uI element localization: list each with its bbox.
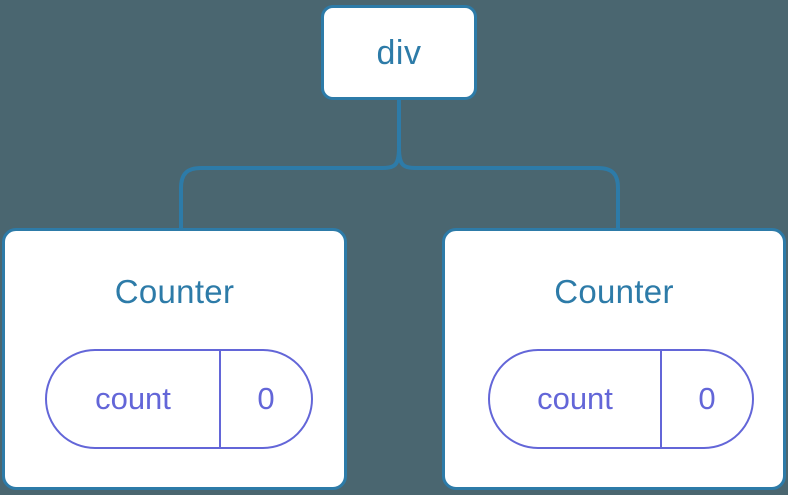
- state-key-right: count: [490, 351, 662, 447]
- node-root-label: div: [376, 33, 422, 72]
- state-key-left: count: [47, 351, 221, 447]
- state-value-left: 0: [257, 381, 275, 416]
- connector-branch-left: [179, 146, 401, 230]
- state-pill-left: count 0: [45, 349, 313, 449]
- state-pill-right: count 0: [488, 349, 754, 449]
- node-root-div[interactable]: div: [321, 5, 477, 100]
- node-counter-right[interactable]: Counter count 0: [442, 228, 786, 490]
- node-counter-left-title: Counter: [114, 273, 235, 310]
- connector-branch-right: [397, 146, 620, 230]
- node-counter-left[interactable]: Counter count 0: [2, 228, 347, 490]
- node-counter-right-title: Counter: [554, 273, 674, 310]
- state-value-right: 0: [698, 381, 716, 416]
